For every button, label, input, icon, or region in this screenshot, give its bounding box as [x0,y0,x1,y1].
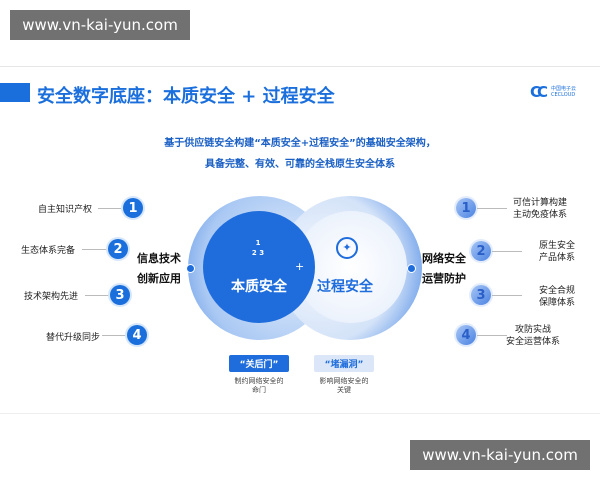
left-connector-dot [186,264,195,273]
right-item-text: 可信计算构建主动免疫体系 [512,198,567,220]
right-item-number: 4 [456,325,476,345]
left-item-number: 1 [123,198,143,218]
left-circle-label: 本质安全 [231,279,287,295]
loophole-caption: 影响网络安全的关键 [319,377,369,394]
logo-icon: CC [530,83,548,101]
back-door-box: “关后门” [229,355,289,372]
plus-sign: + [295,260,305,273]
right-item-text: 攻防实战安全运营体系 [505,325,560,347]
loophole-box: “堵漏洞” [314,355,374,372]
left-item-number: 2 [108,239,128,259]
connector-line [85,295,111,296]
right-item-text: 原生安全产品体系 [538,241,575,263]
right-item-number: 2 [471,241,491,261]
right-connector-dot [407,264,416,273]
right-circle-label: 过程安全 [317,279,373,295]
left-item-text: 技术架构先进 [23,292,78,302]
slide-title: 安全数字底座：本质安全 + 过程安全 [37,86,335,107]
connector-line [492,251,522,252]
subtitle-line-2: 具备完整、有效、可靠的全栈原生安全体系 [205,159,395,170]
connector-line [102,335,128,336]
watermark-bottom: www.vn-kai-yun.com [410,440,590,470]
right-item-number: 1 [456,198,476,218]
left-item-text: 自主知识产权 [37,205,92,215]
left-item-number: 4 [127,325,147,345]
right-label: 网络安全运营防护 [422,252,466,285]
connector-line [477,208,507,209]
left-item-text: 替代升级同步 [45,333,100,343]
title-accent-bar [0,83,30,102]
connector-line [477,335,507,336]
back-door-caption: 制约网络安全的命门 [234,377,284,394]
connector-line [98,208,124,209]
subtitle-line-1: 基于供应链安全构建“本质安全+过程安全”的基础安全架构， [164,138,436,149]
logo-en: CECLOUD [551,92,576,98]
connector-line [82,249,108,250]
left-item-text: 生态体系完备 [20,246,75,256]
right-item-number: 3 [471,285,491,305]
left-inner-circle [203,211,315,323]
logo-cn: 中国电子云 [551,86,577,92]
watermark-top: www.vn-kai-yun.com [10,10,190,40]
right-item-text: 安全合规保障体系 [538,286,575,308]
left-label: 信息技术创新应用 [137,252,181,285]
compass-icon: ✦ [336,237,358,259]
connector-line [492,295,522,296]
left-item-number: 3 [110,285,130,305]
